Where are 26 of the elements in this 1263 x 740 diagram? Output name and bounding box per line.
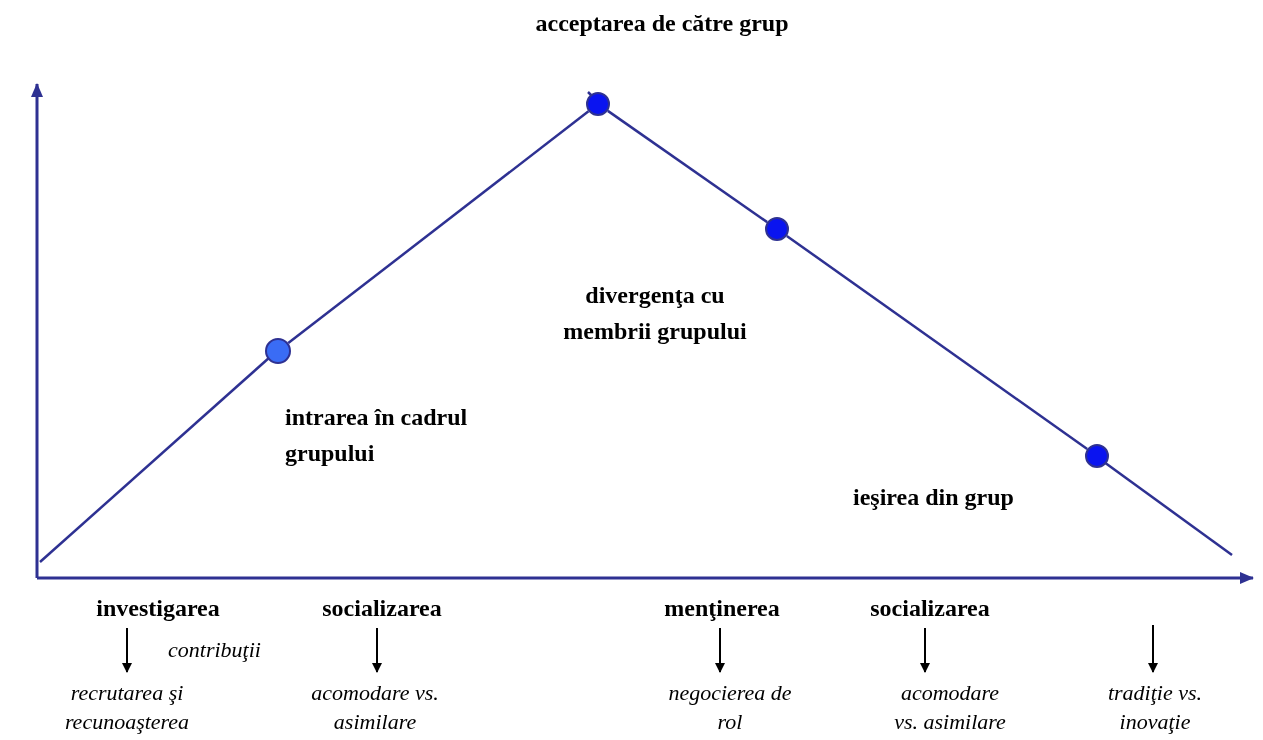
stage-label: intrarea în cadrul grupului [285, 403, 469, 468]
point-marker [1085, 444, 1109, 468]
outcome-text: acomodare vs. asimilare [887, 678, 1013, 736]
phase-heading: socializarea [840, 590, 1020, 626]
curve-line [607, 109, 768, 224]
arrow [1148, 624, 1158, 673]
stage-label: ieşirea din grup [853, 483, 1015, 512]
curve-line [287, 110, 590, 345]
outcome-text: acomodare vs. asimilare [287, 678, 463, 736]
point-marker [765, 217, 789, 241]
arrow [715, 627, 725, 673]
note-text: contribuţii [168, 636, 261, 664]
point-marker [586, 92, 610, 116]
outcome-text: tradiţie vs. inovaţie [1075, 678, 1235, 736]
phase-heading: investigarea [68, 590, 248, 626]
curve-line [786, 234, 1088, 451]
peak-title: acceptarea de către grup [534, 9, 790, 38]
point-marker [265, 338, 291, 364]
arrow [122, 627, 132, 673]
phase-heading: menţinerea [632, 590, 812, 626]
phase-heading: socializarea [292, 590, 472, 626]
stage-label: divergenţa cu membrii grupului [562, 281, 748, 346]
outcome-text: negocierea de rol [655, 678, 805, 736]
outcome-text: recrutarea şi recunoaşterea [12, 678, 242, 736]
arrow [372, 627, 382, 673]
arrow [920, 627, 930, 673]
